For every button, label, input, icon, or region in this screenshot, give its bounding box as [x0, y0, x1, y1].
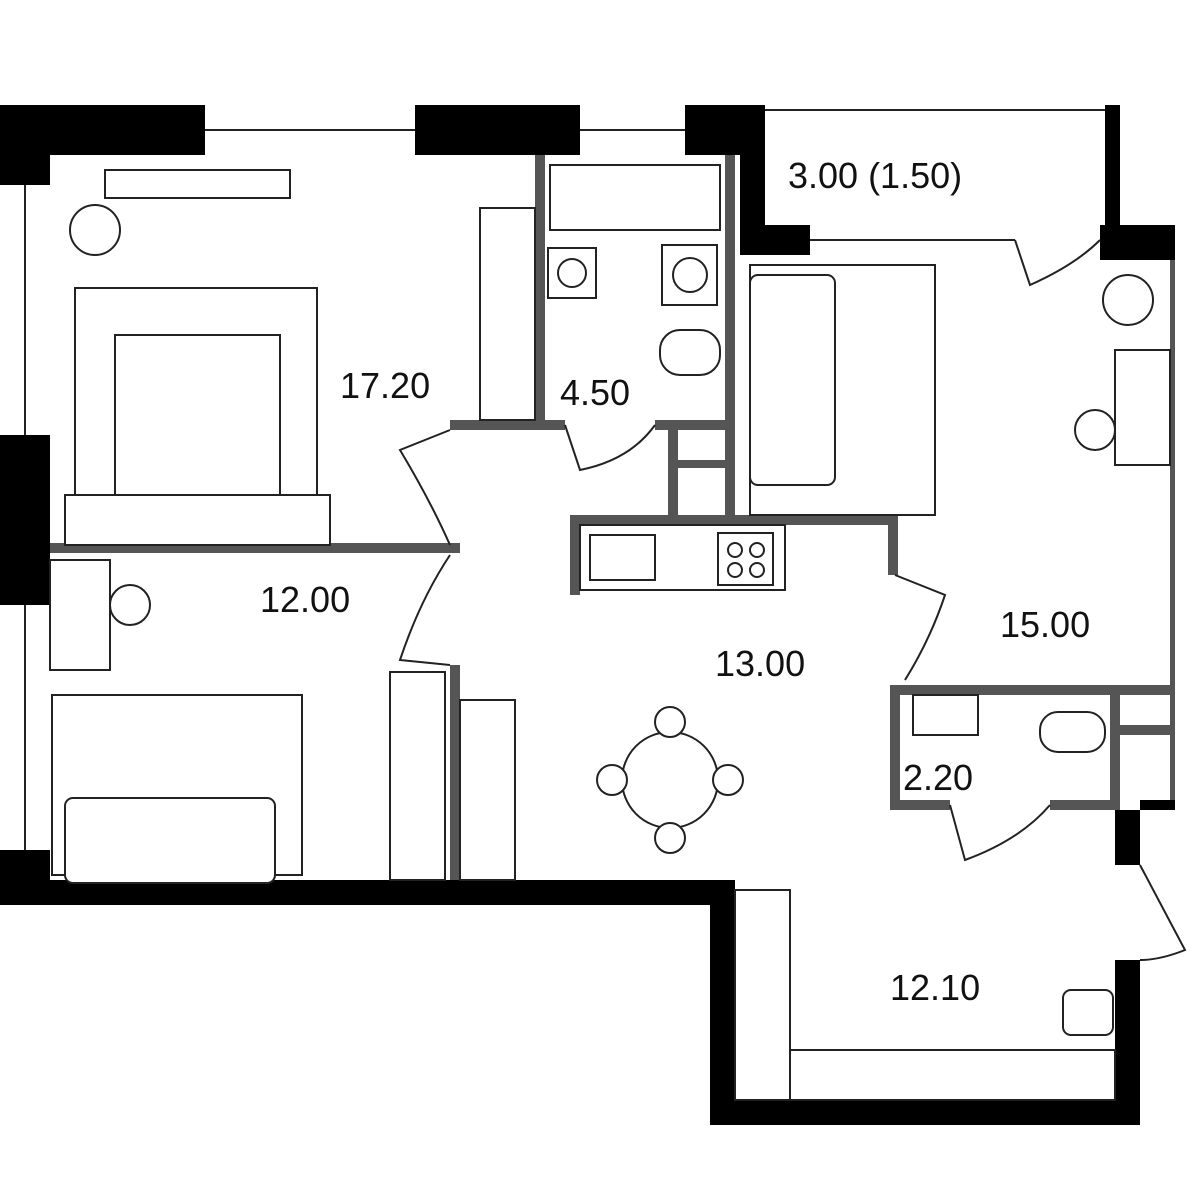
windows — [24, 109, 1105, 850]
area-wc: 2.20 — [903, 757, 973, 798]
fridge — [459, 699, 516, 881]
wc-sink — [912, 694, 979, 736]
doors — [398, 239, 1187, 961]
kitchen-sink — [589, 534, 656, 581]
interior-walls — [50, 155, 1175, 880]
area-bathroom: 4.50 — [560, 372, 630, 413]
bathtub — [549, 164, 721, 231]
hall-wardrobe — [734, 889, 791, 1101]
furniture — [49, 164, 1171, 1101]
dining-table — [621, 731, 719, 829]
area-kitchen-living: 13.00 — [715, 643, 805, 684]
area-hallway: 12.10 — [890, 967, 980, 1008]
hob — [717, 532, 774, 586]
area-bedroom-2: 12.00 — [260, 579, 350, 620]
toilet — [659, 329, 721, 376]
washing-machine — [661, 244, 718, 306]
area-labels: 3.00 (1.50) 17.20 4.50 12.00 13.00 15.00… — [260, 155, 1090, 1008]
wc-toilet — [1039, 711, 1106, 753]
wardrobe — [479, 207, 536, 421]
tv-unit — [104, 169, 291, 199]
hall-wardrobe-2 — [789, 1049, 1116, 1101]
plant-icon — [69, 204, 121, 256]
desk-2 — [49, 559, 111, 671]
desk — [1114, 349, 1171, 466]
area-balcony: 3.00 (1.50) — [788, 155, 962, 196]
plant-icon — [1102, 274, 1154, 326]
shoe-mat — [1062, 989, 1114, 1036]
area-bedroom-3: 15.00 — [1000, 604, 1090, 645]
area-bedroom-master: 17.20 — [340, 365, 430, 406]
wardrobe-2 — [389, 671, 446, 881]
outer-walls — [0, 105, 1175, 1125]
sink — [547, 247, 597, 299]
